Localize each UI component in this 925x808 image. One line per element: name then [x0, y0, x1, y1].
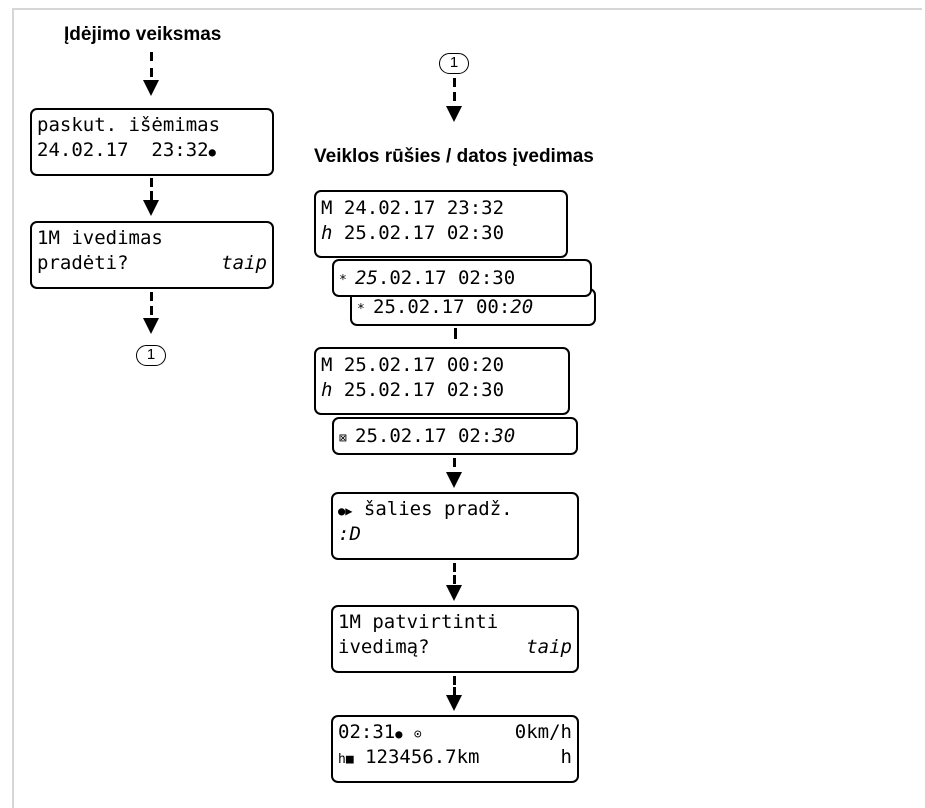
display-line-2: pradėti? taip [37, 251, 272, 276]
country-start-display: ●▶ šalies pradž. :D [331, 492, 579, 560]
dot-icon: ● [208, 145, 216, 159]
removal-datetime: 24.02.17 23:32 [343, 197, 505, 219]
manual-entry-icon: M [321, 197, 333, 219]
flow-arrow [141, 52, 161, 102]
left-title: Įdėjimo veiksmas [64, 24, 222, 45]
start-question: pradėti? [37, 252, 129, 274]
country-icon: ●▶ [338, 504, 353, 518]
editable-minute[interactable]: 20 [510, 296, 534, 318]
entry-datetime: 25.02.17 00:20 [343, 354, 505, 376]
activity-entry-card-2a: M 25.02.17 00:20 h 25.02.17 02:30 [314, 347, 570, 415]
display-line-1: 1M patvirtinti [338, 611, 499, 633]
insertion-datetime: 25.02.17 02:30 [343, 222, 505, 244]
flow-arrow [141, 178, 161, 220]
connector-marker: 1 [136, 345, 166, 366]
flow-arrow [141, 292, 161, 338]
flow-arrow [444, 458, 464, 488]
activity-entry-card-main: M 24.02.17 23:32 h 25.02.17 02:30 [314, 190, 568, 258]
editable-minute[interactable]: 30 [492, 425, 516, 447]
availability-icon: ⊠ [339, 431, 347, 446]
standard-display: 02:31● ⊙ 0km/h h■ 123456.7km h [331, 715, 579, 783]
editable-day[interactable]: 25 [355, 267, 378, 289]
entry-datetime: 25.02.17 00: [373, 296, 511, 318]
manual-entry-start-display: 1M ivedimas pradėti? taip [30, 221, 274, 289]
operation-mode-icon: ⊙ [413, 727, 422, 742]
flow-arrow [444, 676, 464, 712]
yes-option[interactable]: taip [526, 636, 572, 658]
insertion-datetime: 25.02.17 02:30 [343, 379, 505, 401]
last-removal-datetime: 24.02.17 23:32 [37, 139, 209, 161]
display-line-2: 24.02.17 23:32● [37, 138, 272, 163]
yes-option[interactable]: taip [221, 252, 267, 274]
rest-icon: * [357, 302, 365, 317]
display-line-1: 1M ivedimas [37, 227, 163, 249]
diagram-frame [12, 8, 922, 808]
confirm-question: ivedimą? [338, 636, 430, 658]
flow-arrow [444, 563, 464, 603]
entry-datetime: .02.17 02:30 [377, 267, 516, 289]
activity-icon: h [560, 746, 572, 768]
right-title: Veiklos rūšies / datos įvedimas [314, 146, 594, 167]
activity-entry-card-2b: ⊠ 25.02.17 02:30 [332, 417, 578, 455]
insertion-icon: h [321, 379, 333, 401]
flow-arrow [444, 78, 464, 128]
activity-entry-card-3: * 25.02.17 02:30 [332, 259, 592, 297]
entry-datetime: 25.02.17 02: [355, 425, 493, 447]
connector-marker: 1 [439, 53, 469, 74]
clock-time: 02:31 [338, 721, 396, 743]
rest-icon: * [339, 273, 347, 288]
country-code[interactable]: :D [338, 523, 361, 545]
dot-icon: ● [395, 727, 403, 741]
confirm-entry-display: 1M patvirtinti ivedimą? taip [331, 605, 579, 673]
odometer-readout: 123456.7km [365, 746, 480, 768]
insertion-icon: h [321, 222, 333, 244]
last-removal-display: paskut. išėmimas 24.02.17 23:32● [30, 108, 274, 176]
connector-line [454, 328, 457, 339]
manual-entry-icon: M [321, 354, 333, 376]
card-slot-icon: h■ [338, 752, 354, 767]
display-line-1: paskut. išėmimas [37, 114, 221, 136]
speed-readout: 0km/h [514, 721, 572, 743]
country-prompt: šalies pradž. [363, 498, 513, 520]
